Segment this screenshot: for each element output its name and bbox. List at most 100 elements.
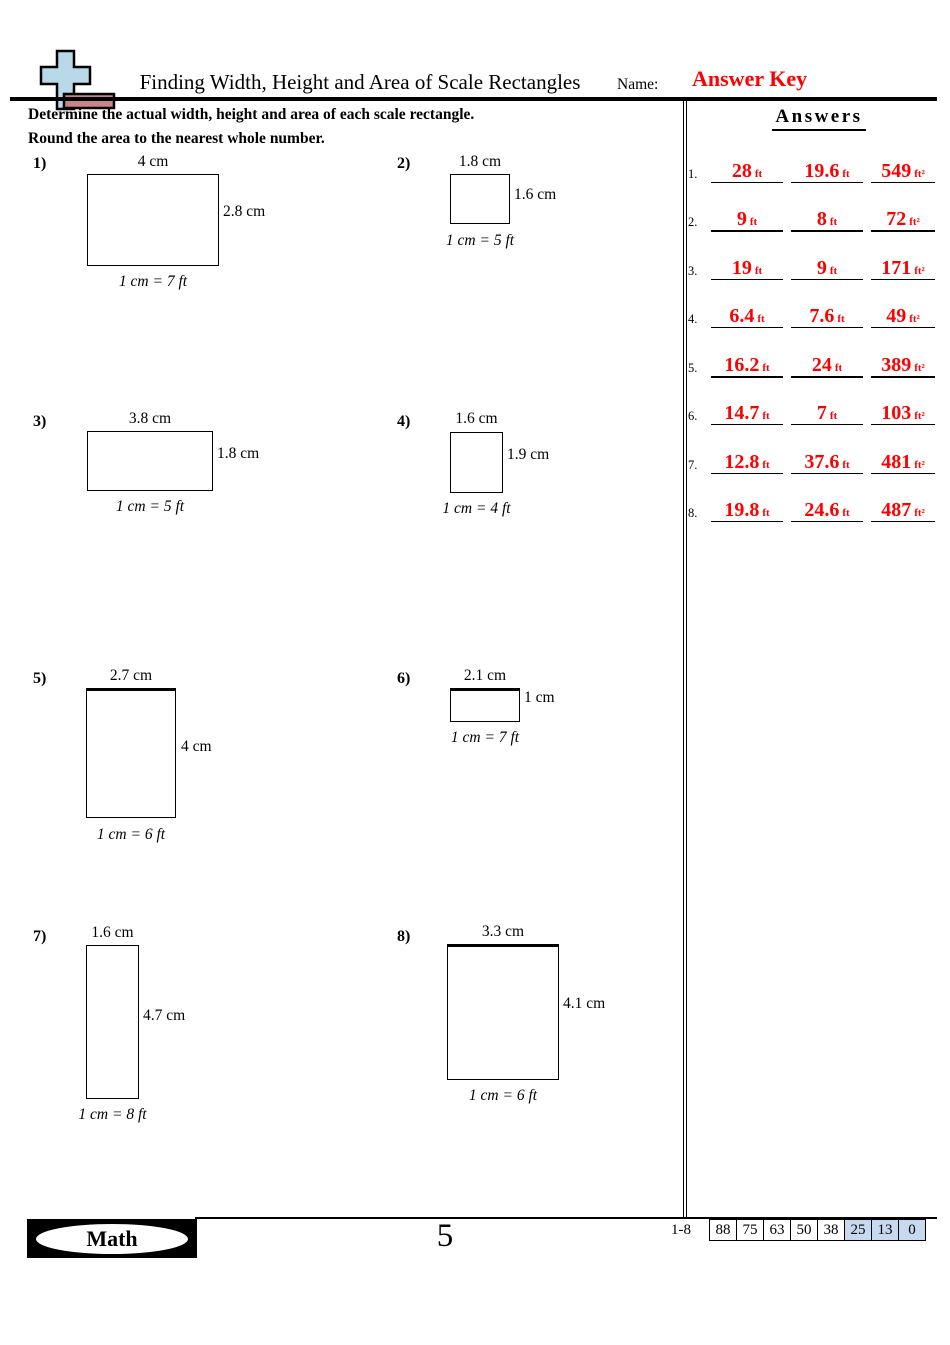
answer-height-unit: ft xyxy=(834,361,843,374)
answer-width-value: 28 xyxy=(731,160,752,182)
answer-area-unit: ft² xyxy=(914,361,925,374)
answer-key-value: Answer Key xyxy=(692,66,808,91)
answer-width-unit: ft xyxy=(762,458,770,471)
math-plus-logo-icon xyxy=(24,48,116,112)
answer-area-unit: ft² xyxy=(909,312,920,325)
answer-width-value: 16.2 xyxy=(724,354,760,376)
scale-rectangle xyxy=(450,432,503,493)
answer-area-unit: ft² xyxy=(909,215,920,228)
answer-number: 5. xyxy=(688,361,698,375)
width-label: 1.6 cm xyxy=(455,410,498,427)
answer-height-unit: ft xyxy=(829,215,838,228)
score-range-label: 1-8 xyxy=(671,1222,691,1238)
scale-label: 1 cm = 5 ft xyxy=(445,232,515,249)
height-label: 1.6 cm xyxy=(514,186,557,203)
scale-rectangle xyxy=(87,174,219,266)
answer-height-unit: ft xyxy=(842,506,850,519)
answer-width-unit: ft xyxy=(754,264,763,277)
answer-area-value: 72 xyxy=(886,208,907,230)
scale-label: 1 cm = 7 ft xyxy=(118,273,188,290)
score-cell: 63 xyxy=(763,1219,791,1241)
answer-height-unit: ft xyxy=(837,312,845,325)
answer-width-unit: ft xyxy=(749,215,758,228)
width-label: 3.3 cm xyxy=(481,923,525,940)
height-label: 2.8 cm xyxy=(223,203,266,220)
answer-height-value: 24 xyxy=(811,354,832,376)
name-label: Name: xyxy=(617,76,659,93)
scale-label: 1 cm = 8 ft xyxy=(78,1106,147,1123)
score-table: 88 75 63 50 38 25 13 0 xyxy=(709,1219,926,1241)
answer-number: 2. xyxy=(688,215,698,229)
problem-number: 4) xyxy=(397,413,411,430)
height-label: 1.9 cm xyxy=(507,446,550,463)
width-label: 1.6 cm xyxy=(91,924,134,941)
answer-width-value: 19.8 xyxy=(724,499,760,521)
answers-title: Answers xyxy=(772,106,866,131)
scale-rectangle xyxy=(87,431,213,491)
answers-divider xyxy=(683,101,687,1217)
answer-width-unit: ft xyxy=(762,361,770,374)
height-label: 4.7 cm xyxy=(143,1007,186,1024)
width-label: 4 cm xyxy=(137,153,169,170)
answer-width-value: 6.4 xyxy=(729,305,755,327)
answer-area-value: 171 xyxy=(881,257,912,279)
scale-rectangle xyxy=(450,688,520,722)
answer-height-value: 9 xyxy=(816,257,827,279)
problem-number: 5) xyxy=(33,670,47,687)
scale-label: 1 cm = 6 ft xyxy=(468,1087,538,1104)
width-label: 3.8 cm xyxy=(128,410,172,427)
score-cell: 25 xyxy=(844,1219,872,1241)
answer-number: 4. xyxy=(688,312,698,326)
scale-label: 1 cm = 4 ft xyxy=(442,500,511,517)
height-label: 4 cm xyxy=(181,738,212,755)
answer-height-unit: ft xyxy=(829,264,838,277)
answer-area-unit: ft² xyxy=(914,264,925,277)
height-label: 1 cm xyxy=(524,689,555,706)
problem-number: 6) xyxy=(397,670,411,687)
answer-height-value: 37.6 xyxy=(804,451,840,473)
answer-width-unit: ft xyxy=(762,409,770,422)
answer-width-value: 12.8 xyxy=(724,451,760,473)
answer-area-value: 549 xyxy=(881,160,912,182)
answer-width-value: 14.7 xyxy=(724,402,760,424)
height-label: 1.8 cm xyxy=(217,445,260,462)
problem-number: 2) xyxy=(397,155,411,172)
problem-number: 7) xyxy=(33,928,47,945)
problem-number: 1) xyxy=(33,155,47,172)
scale-rectangle xyxy=(450,174,510,224)
answer-area-value: 481 xyxy=(881,451,912,473)
answer-area-value: 389 xyxy=(881,354,912,376)
math-brand-ellipse: Math xyxy=(35,1222,189,1255)
answer-height-value: 19.6 xyxy=(804,160,840,182)
answer-width-unit: ft xyxy=(757,312,765,325)
answer-height-unit: ft xyxy=(842,458,850,471)
problem-number: 3) xyxy=(33,413,47,430)
scale-label: 1 cm = 6 ft xyxy=(96,826,166,843)
problem-number: 8) xyxy=(397,928,411,945)
answer-height-value: 7 xyxy=(816,402,827,424)
instructions-line-2: Round the area to the nearest whole numb… xyxy=(28,130,325,147)
width-label: 2.7 cm xyxy=(109,667,153,684)
math-brand-text: Math xyxy=(86,1225,138,1251)
answer-area-unit: ft² xyxy=(914,409,925,422)
answer-width-unit: ft xyxy=(762,506,770,519)
answer-area-unit: ft² xyxy=(914,167,925,180)
height-label: 4.1 cm xyxy=(563,995,606,1012)
answer-height-unit: ft xyxy=(829,409,838,422)
